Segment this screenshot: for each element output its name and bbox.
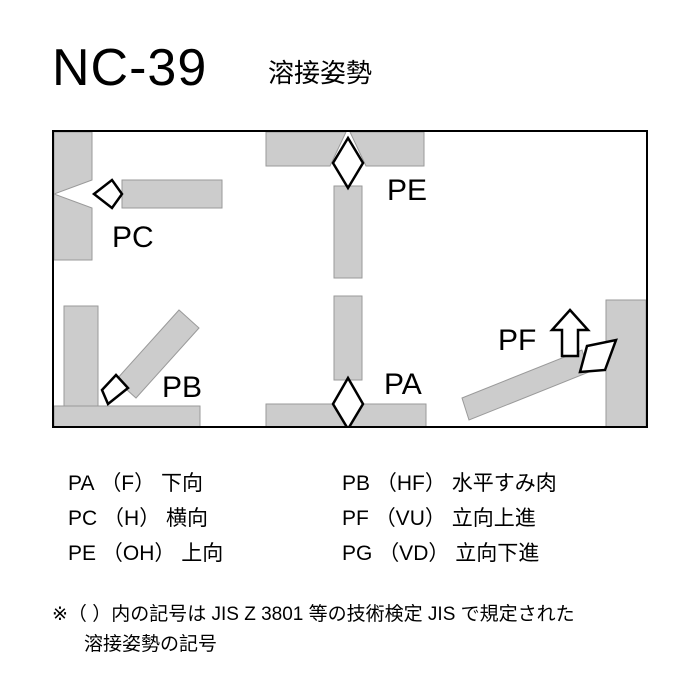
legend-symbol: （F） bbox=[100, 472, 156, 495]
legend-symbol: （VD） bbox=[378, 542, 450, 565]
legend-code: PC bbox=[68, 507, 98, 530]
pa-arc-diamond bbox=[331, 375, 365, 426]
pc-electrode bbox=[121, 179, 223, 209]
page-title: NC-39 bbox=[52, 39, 208, 97]
legend-name: 上向 bbox=[181, 542, 224, 565]
legend-code: PF bbox=[342, 507, 369, 530]
footnote-line-1: ※（ ）内の記号は JIS Z 3801 等の技術検定 JIS で規定された bbox=[52, 604, 575, 625]
legend-code: PB bbox=[342, 472, 371, 495]
pf-wall-plate bbox=[605, 299, 646, 426]
legend-entry-pb: PB （HF） 水平すみ肉 bbox=[342, 466, 652, 501]
pa-left-plate bbox=[265, 403, 347, 426]
pf-arc-diamond bbox=[578, 338, 618, 374]
pc-arc-diamond bbox=[91, 178, 124, 210]
legend-code: PA bbox=[68, 472, 95, 495]
legend-symbol: （VU） bbox=[374, 507, 446, 530]
pc-label: PC bbox=[112, 221, 154, 254]
legend-table: PA （F） 下向 PB （HF） 水平すみ肉 PC （H） 横向 PF （VU… bbox=[52, 466, 652, 571]
legend-name: 立向下進 bbox=[455, 542, 540, 565]
pb-label: PB bbox=[162, 371, 202, 404]
legend-row: PC （H） 横向 PF （VU） 立向上進 bbox=[52, 501, 652, 536]
legend-symbol: （H） bbox=[103, 507, 161, 530]
legend-name: 下向 bbox=[160, 472, 203, 495]
pb-base-plate bbox=[54, 405, 201, 426]
legend-entry-pf: PF （VU） 立向上進 bbox=[342, 501, 652, 536]
panel-pb: PB bbox=[54, 305, 202, 426]
legend-code: PE bbox=[68, 542, 97, 565]
panel-pf: PF bbox=[461, 299, 646, 426]
panel-pe: PE bbox=[265, 132, 427, 279]
diagram-canvas: PC PE PB bbox=[54, 132, 646, 426]
page-header: NC-39 溶接姿勢 bbox=[0, 38, 700, 102]
panel-pc: PC bbox=[54, 132, 223, 261]
legend-symbol: （HF） bbox=[375, 472, 446, 495]
legend-row: PE （OH） 上向 PG （VD） 立向下進 bbox=[52, 536, 652, 571]
legend-symbol: （OH） bbox=[101, 542, 176, 565]
pb-arc-diamond bbox=[100, 373, 130, 407]
legend-entry-pc: PC （H） 横向 bbox=[52, 501, 342, 536]
footnote: ※（ ）内の記号は JIS Z 3801 等の技術検定 JIS で規定された 溶… bbox=[52, 600, 672, 660]
pf-label: PF bbox=[498, 324, 536, 357]
pb-vertical-plate bbox=[63, 305, 99, 407]
pa-electrode bbox=[333, 295, 363, 381]
legend-entry-pe: PE （OH） 上向 bbox=[52, 536, 342, 571]
legend-code: PG bbox=[342, 542, 373, 565]
legend-entry-pg: PG （VD） 立向下進 bbox=[342, 536, 652, 571]
pe-left-plate bbox=[265, 132, 347, 167]
pb-electrode bbox=[115, 309, 200, 399]
pe-electrode bbox=[333, 185, 363, 279]
pe-arc-diamond bbox=[331, 135, 365, 191]
legend-name: 横向 bbox=[166, 507, 209, 530]
pc-base-plate bbox=[54, 132, 93, 261]
panel-pa: PA bbox=[265, 295, 427, 426]
pe-right-plate bbox=[349, 132, 425, 167]
pf-up-arrow-icon bbox=[549, 308, 591, 358]
pe-label: PE bbox=[387, 174, 427, 207]
legend-entry-pa: PA （F） 下向 bbox=[52, 466, 342, 501]
page-subtitle: 溶接姿勢 bbox=[268, 58, 373, 88]
footnote-line-2: 溶接姿勢の記号 bbox=[84, 634, 218, 655]
pf-electrode bbox=[461, 349, 590, 421]
legend-row: PA （F） 下向 PB （HF） 水平すみ肉 bbox=[52, 466, 652, 501]
welding-position-diagram: PC PE PB bbox=[52, 130, 648, 428]
pa-label: PA bbox=[384, 368, 422, 401]
legend-name: 立向上進 bbox=[451, 507, 536, 530]
legend-name: 水平すみ肉 bbox=[451, 472, 557, 495]
